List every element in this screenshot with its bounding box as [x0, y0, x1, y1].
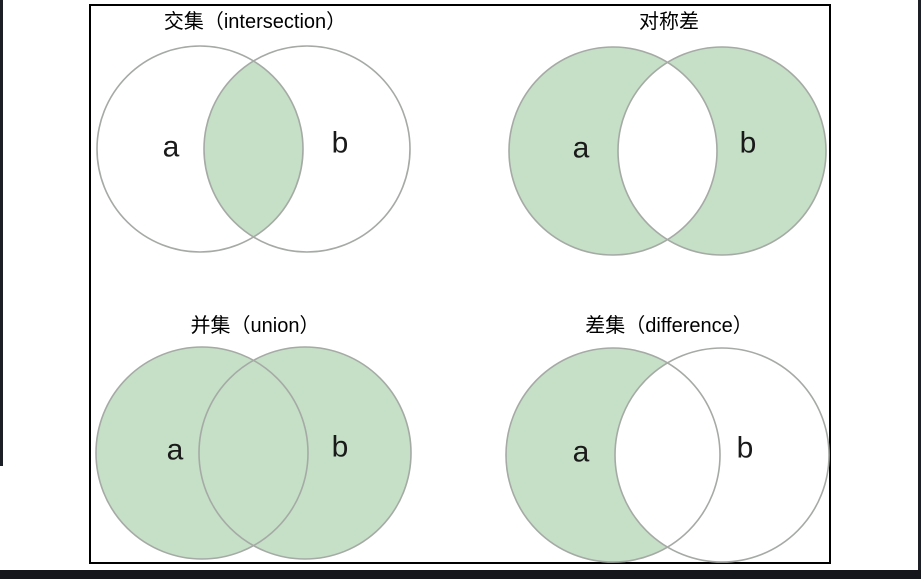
- intersection-region: [204, 46, 303, 252]
- set-a-outline: [96, 45, 304, 253]
- panel-title-symmetric-difference: 对称差: [639, 11, 699, 33]
- set-b-region: [199, 347, 411, 559]
- panel-title-intersection: 交集（intersection）: [163, 11, 347, 33]
- set-b-label: b: [332, 127, 349, 160]
- set-a-label: a: [163, 131, 180, 164]
- right-edge-bar: [918, 0, 921, 579]
- set-a-label: a: [573, 436, 590, 469]
- set-b-label: b: [332, 431, 349, 464]
- intersection-region: [618, 47, 717, 255]
- set-a-label: a: [167, 434, 184, 467]
- set-a-label: a: [573, 132, 590, 165]
- panel-title-union: 并集（union）: [190, 315, 320, 337]
- set-b-outline: [617, 46, 827, 256]
- set-a-outline: [505, 347, 721, 563]
- set-b-outline: [614, 347, 830, 563]
- set-b-region: [615, 348, 829, 562]
- panel-title-difference: 差集（difference）: [585, 315, 753, 337]
- set-b-label: b: [740, 127, 757, 160]
- set-b-outline: [198, 346, 412, 560]
- set-b-outline: [203, 45, 411, 253]
- bottom-edge-bar: [0, 570, 921, 579]
- left-edge-bar: [0, 0, 3, 466]
- set-a-outline: [508, 46, 718, 256]
- set-b-label: b: [737, 432, 754, 465]
- set-a-outline: [95, 346, 309, 560]
